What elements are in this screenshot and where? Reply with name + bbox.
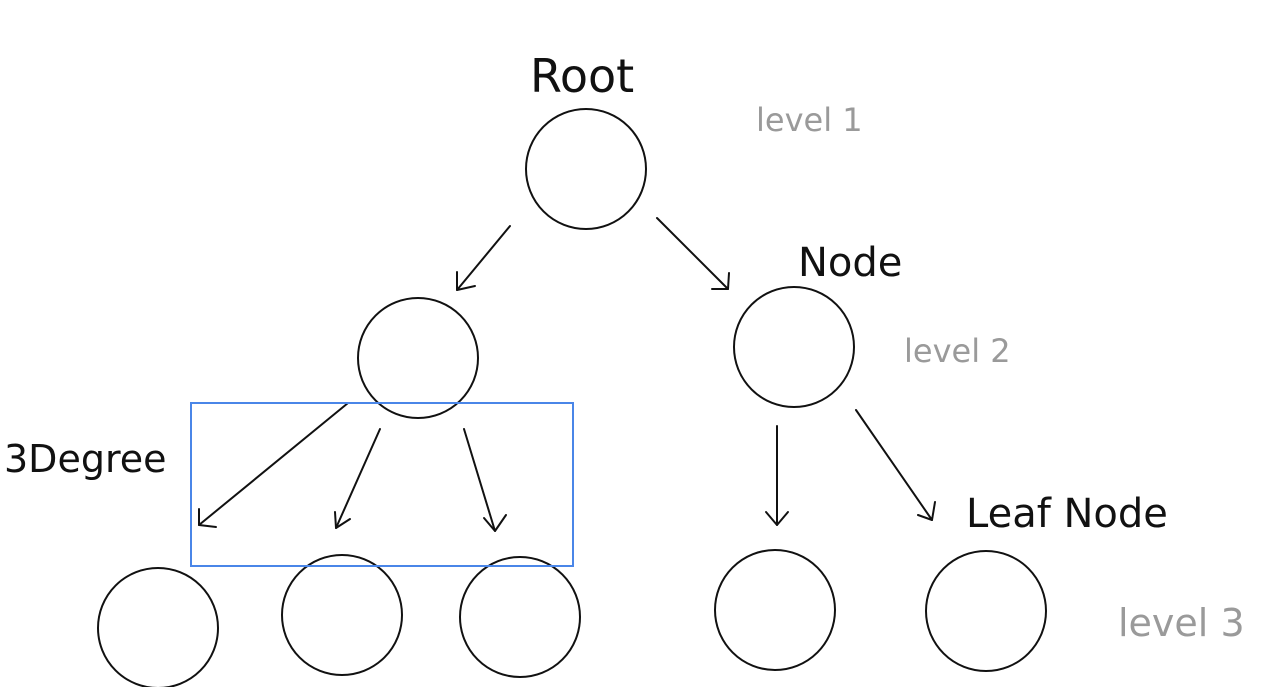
edge-left-to-child-1 [198,402,349,528]
edge-right-to-child-2 [855,409,936,521]
edge-left-to-child-3 [463,428,507,532]
degree-highlight-box [190,402,574,567]
leaf-node-label: Leaf Node [966,491,1168,537]
level-3-node-4 [714,549,836,671]
level-2-label: level 2 [904,332,1011,370]
level-3-label: level 3 [1118,601,1245,645]
edge-right-to-child-1 [765,425,789,526]
edge-root-to-left [456,225,511,291]
root-label: Root [530,49,634,103]
level-3-node-5 [925,550,1047,672]
edge-left-to-child-2 [334,428,381,529]
edge-root-to-right [656,217,730,290]
degree-label: 3Degree [4,437,166,481]
root-node [525,108,647,230]
level-3-node-1 [97,567,219,687]
level-3-node-3 [459,556,581,678]
level-1-label: level 1 [756,101,863,139]
node-label: Node [798,240,902,286]
level-2-left-node [357,297,479,419]
level-2-right-node [733,286,855,408]
level-3-node-2 [281,554,403,676]
